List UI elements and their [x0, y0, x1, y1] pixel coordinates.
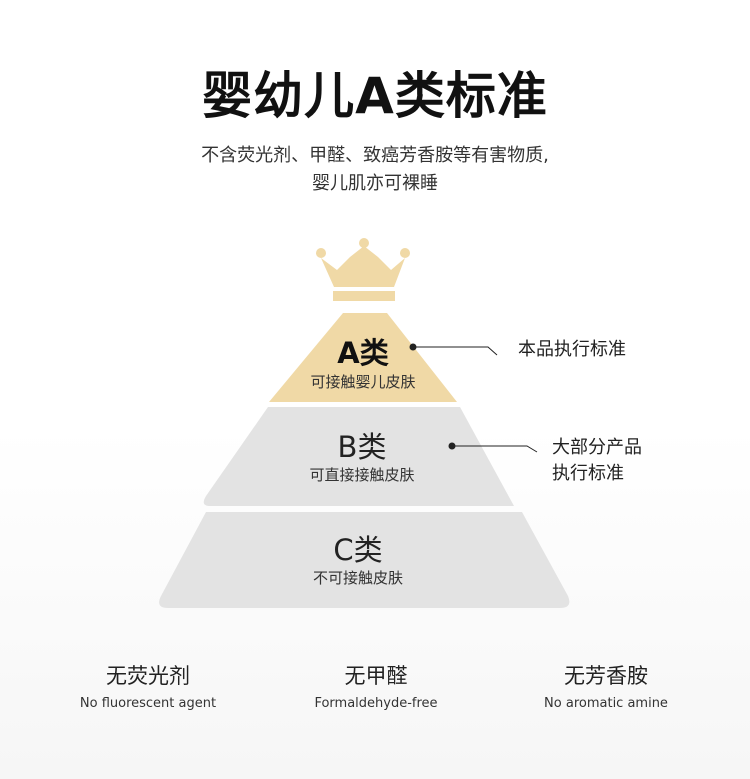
crown-icon	[316, 238, 410, 301]
page-title: 婴幼儿A类标准	[202, 67, 548, 125]
feature-en: No fluorescent agent	[79, 696, 217, 711]
feature-en: Formaldehyde-free	[314, 696, 438, 711]
tier-b-shape	[203, 407, 514, 506]
tier-a-shape	[269, 313, 457, 402]
tier-a-subtitle: 可接触婴儿皮肤	[310, 373, 416, 391]
feature-zh: 无芳香胺	[564, 664, 648, 688]
callout-b-leader	[452, 445, 538, 453]
feature-no-aromatic-amine: 无芳香胺 No aromatic amine	[496, 660, 716, 711]
callout-a-line	[409, 343, 498, 356]
crown-jewel-center	[359, 238, 369, 248]
tier-b-title: B类	[337, 430, 387, 464]
tier-c-title: C类	[333, 533, 383, 567]
callout-a-label: 本品执行标准	[518, 337, 626, 363]
feature-zh: 无甲醛	[344, 664, 408, 688]
tier-b-subtitle: 可直接接触皮肤	[309, 466, 415, 484]
callout-a-text: 本品执行标准	[518, 339, 626, 360]
tier-a-title: A类	[337, 336, 389, 370]
crown-jewel-right	[400, 248, 410, 258]
feature-en: No aromatic amine	[544, 696, 668, 711]
subtitle-line-2: 婴儿肌亦可裸睡	[312, 173, 438, 194]
page-subtitle: 不含荧光剂、甲醛、致癌芳香胺等有害物质, 婴儿肌亦可裸睡	[0, 142, 750, 198]
callout-b-text-1: 大部分产品	[552, 437, 642, 458]
feature-no-fluorescent: 无荧光剂 No fluorescent agent	[38, 660, 258, 711]
crown-band	[333, 291, 395, 301]
callout-b-label: 大部分产品 执行标准	[552, 435, 642, 487]
callout-b-text-2: 执行标准	[552, 463, 624, 484]
feature-formaldehyde-free: 无甲醛 Formaldehyde-free	[266, 660, 486, 711]
callout-b-line	[448, 442, 538, 453]
callout-a-leader	[413, 346, 498, 356]
tier-c-subtitle: 不可接触皮肤	[312, 569, 403, 587]
crown-jewel-left	[316, 248, 326, 258]
crown-body	[321, 246, 405, 287]
subtitle-line-1: 不含荧光剂、甲醛、致癌芳香胺等有害物质,	[201, 145, 549, 166]
feature-zh: 无荧光剂	[106, 664, 190, 688]
tier-c-shape	[159, 512, 570, 608]
